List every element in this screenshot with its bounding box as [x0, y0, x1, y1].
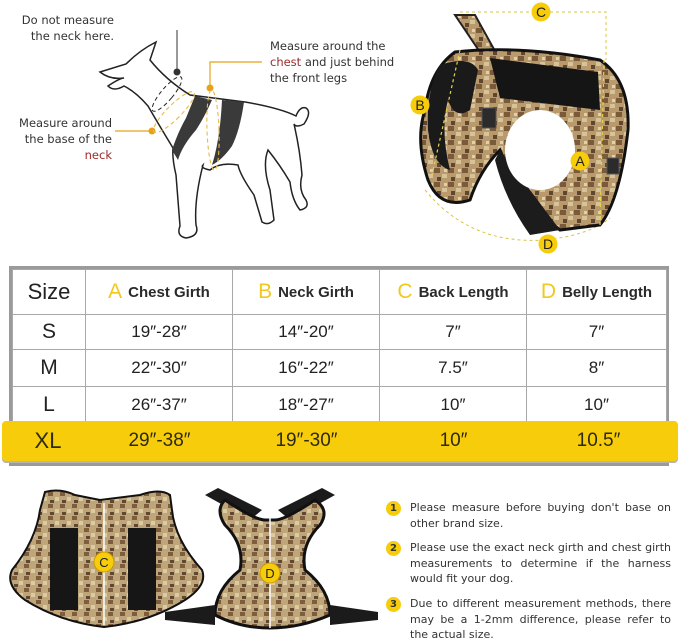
cell-chest: 22″-30″ — [85, 349, 233, 387]
cell-size: L — [12, 386, 86, 423]
svg-text:A: A — [575, 153, 585, 169]
belly-bottom-strap-right — [330, 605, 378, 625]
table-row: S 19″-28″ 14″-20″ 7″ 7″ — [12, 314, 667, 350]
note-item: 3 Due to different measurement methods, … — [386, 596, 671, 639]
badge-d: D — [538, 234, 558, 254]
harness-band-front — [172, 96, 212, 160]
badge-c: C — [531, 2, 551, 22]
molle-panel-right — [128, 528, 156, 610]
harness-side-buckle — [606, 157, 620, 175]
note-item: 2 Please use the exact neck girth and ch… — [386, 540, 671, 587]
badge-a: A — [570, 151, 590, 171]
cell-neck: 19″-30″ — [275, 430, 338, 451]
table-row-highlighted-xl: XL 29″-38″ 19″-30″ 10″ 10.5″ — [2, 421, 678, 461]
annotation-measure-neck-base: Measure around the base of the neck — [10, 115, 112, 163]
note-number-badge: 3 — [386, 597, 401, 612]
note-item: 1 Please measure before buying don't bas… — [386, 500, 671, 531]
cell-size: M — [12, 349, 86, 387]
annotation-chest-pre: Measure around the — [270, 39, 386, 53]
annotation-neck-pre: Measure around the base of the — [19, 116, 112, 146]
badge-c-bg — [93, 551, 115, 573]
badge-d-label: D — [265, 566, 274, 581]
harness-molle-panel — [490, 58, 600, 110]
annotation-do-not-measure-neck: Do not measure the neck here. — [21, 13, 114, 43]
leader-dot-neck — [148, 127, 156, 135]
svg-text:B: B — [415, 97, 424, 113]
cell-belly: 8″ — [526, 349, 667, 387]
harness-back-flat-image: C — [9, 489, 205, 629]
note-text: Due to different measurement methods, th… — [410, 597, 671, 639]
header-letter-a: A — [108, 280, 123, 303]
annotation-neck-keyword: neck — [84, 148, 112, 162]
cell-size: S — [12, 314, 86, 350]
header-letter-c: C — [397, 280, 413, 303]
table-row: M 22″-30″ 16″-22″ 7.5″ 8″ — [12, 349, 667, 387]
leader-dot-no-neck — [173, 68, 181, 76]
molle-panel-left — [50, 528, 78, 610]
cell-back: 10″ — [379, 386, 527, 423]
cell-neck: 16″-22″ — [232, 349, 380, 387]
annotation-chest-keyword: chest — [270, 55, 302, 69]
svg-text:D: D — [543, 236, 553, 252]
cell-belly: 10″ — [526, 386, 667, 423]
harness-product-image: C B A D — [410, 2, 630, 254]
header-letter-b: B — [258, 280, 273, 303]
annotation-chest-post: and just behind the front legs — [270, 55, 395, 85]
harness-buckle — [481, 107, 497, 129]
belly-bottom-strap — [165, 605, 215, 625]
harness-belly-flat-image: D — [165, 488, 378, 630]
header-letter-d: D — [540, 280, 557, 303]
cell-back: 10″ — [439, 430, 468, 451]
harness-band-rear — [212, 100, 244, 165]
measure-guide-c — [460, 11, 607, 60]
badge-d-bg — [259, 562, 281, 584]
note-text: Please use the exact neck girth and ches… — [410, 541, 671, 585]
harness-inner-padding — [427, 61, 478, 170]
measure-ring-neck — [153, 91, 195, 133]
measure-ring-chest — [206, 89, 220, 171]
svg-text:C: C — [536, 4, 546, 20]
cell-chest: 29″-38″ — [128, 430, 191, 451]
note-number-badge: 1 — [386, 501, 401, 516]
cell-back: 7.5″ — [379, 349, 527, 387]
dog-outline-illustration — [98, 30, 310, 239]
cell-neck: 18″-27″ — [232, 386, 380, 423]
badge-b: B — [410, 95, 430, 115]
cell-belly: 10.5″ — [576, 430, 621, 451]
note-text: Please measure before buying don't base … — [410, 501, 671, 530]
cell-neck: 14″-20″ — [232, 314, 380, 350]
dog-body-outline — [98, 40, 310, 239]
leader-line-no-neck — [176, 30, 178, 72]
header-size: Size — [12, 269, 86, 315]
cell-back: 7″ — [379, 314, 527, 350]
note-number-badge: 2 — [386, 541, 401, 556]
annotation-measure-chest: Measure around the chest and just behind… — [270, 38, 405, 86]
leader-dot-chest — [206, 84, 214, 92]
cell-chest: 19″-28″ — [85, 314, 233, 350]
leader-line-chest — [209, 61, 262, 88]
table-row: L 26″-37″ 18″-27″ 10″ 10″ — [12, 386, 667, 423]
measure-ring-no-neck — [151, 76, 183, 112]
badge-c-label: C — [99, 555, 108, 570]
cell-belly: 7″ — [526, 314, 667, 350]
cell-chest: 26″-37″ — [85, 386, 233, 423]
harness-leg-opening — [505, 110, 575, 190]
cell-size: XL — [34, 428, 62, 453]
